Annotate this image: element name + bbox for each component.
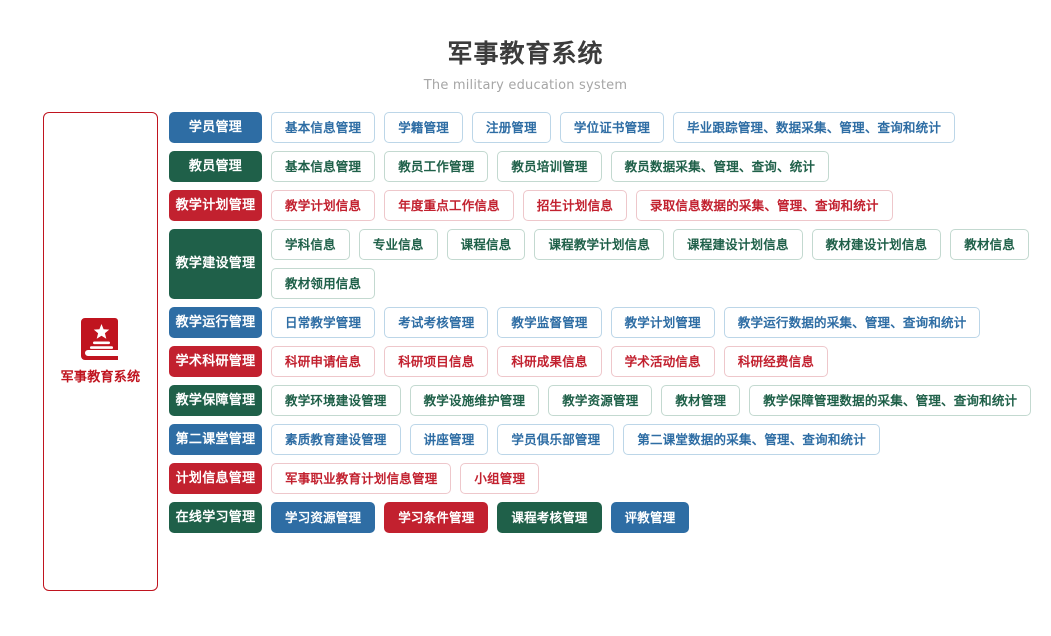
child-button[interactable]: 学习资源管理 (271, 502, 376, 534)
category-button[interactable]: 教学计划管理 (169, 190, 262, 222)
child-button-group: 学习资源管理学习条件管理课程考核管理评教管理 (271, 502, 1051, 534)
child-button[interactable]: 基本信息管理 (271, 151, 376, 183)
category-button[interactable]: 教学保障管理 (169, 385, 262, 417)
child-button-group: 基本信息管理学籍管理注册管理学位证书管理毕业跟踪管理、数据采集、管理、查询和统计 (271, 112, 1051, 144)
child-button-group: 科研申请信息科研项目信息科研成果信息学术活动信息科研经费信息 (271, 346, 1051, 378)
system-card-label: 军事教育系统 (60, 369, 141, 385)
child-button-group: 日常教学管理考试考核管理教学监督管理教学计划管理教学运行数据的采集、管理、查询和… (271, 307, 1051, 339)
child-button-group: 教学计划信息年度重点工作信息招生计划信息录取信息数据的采集、管理、查询和统计 (271, 190, 1051, 222)
system-card[interactable]: 军事教育系统 (43, 112, 158, 592)
child-button[interactable]: 学员俱乐部管理 (497, 424, 615, 456)
child-button-group: 学科信息专业信息课程信息课程教学计划信息课程建设计划信息教材建设计划信息教材信息… (271, 229, 1051, 300)
child-button[interactable]: 学术活动信息 (610, 346, 715, 378)
module-row: 教学建设管理学科信息专业信息课程信息课程教学计划信息课程建设计划信息教材建设计划… (169, 229, 1051, 300)
module-row: 在线学习管理学习资源管理学习条件管理课程考核管理评教管理 (169, 502, 1051, 534)
child-button-group: 军事职业教育计划信息管理小组管理 (271, 463, 1051, 495)
child-button[interactable]: 课程信息 (446, 229, 526, 261)
child-button[interactable]: 年度重点工作信息 (384, 190, 514, 222)
child-button[interactable]: 素质教育建设管理 (271, 424, 401, 456)
child-button[interactable]: 考试考核管理 (384, 307, 489, 339)
child-button[interactable]: 教学资源管理 (548, 385, 653, 417)
module-rows: 学员管理基本信息管理学籍管理注册管理学位证书管理毕业跟踪管理、数据采集、管理、查… (158, 112, 1051, 534)
child-button[interactable]: 科研成果信息 (497, 346, 602, 378)
child-button[interactable]: 教学计划信息 (271, 190, 376, 222)
child-button[interactable]: 毕业跟踪管理、数据采集、管理、查询和统计 (673, 112, 956, 144)
child-button[interactable]: 教员工作管理 (384, 151, 489, 183)
child-button[interactable]: 学科信息 (271, 229, 350, 261)
module-row: 教学计划管理教学计划信息年度重点工作信息招生计划信息录取信息数据的采集、管理、查… (169, 190, 1051, 222)
child-button[interactable]: 评教管理 (610, 502, 690, 534)
child-button[interactable]: 招生计划信息 (522, 190, 628, 222)
child-button[interactable]: 教材建设计划信息 (811, 229, 942, 261)
category-button[interactable]: 计划信息管理 (169, 463, 262, 495)
child-button[interactable]: 教学设施维护管理 (409, 385, 540, 417)
module-row: 教学运行管理日常教学管理考试考核管理教学监督管理教学计划管理教学运行数据的采集、… (169, 307, 1051, 339)
child-button[interactable]: 教学环境建设管理 (271, 385, 401, 417)
module-row: 教学保障管理教学环境建设管理教学设施维护管理教学资源管理教材管理教学保障管理数据… (169, 385, 1051, 417)
child-button[interactable]: 日常教学管理 (271, 307, 376, 339)
child-button[interactable]: 课程教学计划信息 (534, 229, 665, 261)
module-row: 学员管理基本信息管理学籍管理注册管理学位证书管理毕业跟踪管理、数据采集、管理、查… (169, 112, 1051, 144)
child-button[interactable]: 教材管理 (661, 385, 741, 417)
child-button[interactable]: 专业信息 (358, 229, 438, 261)
category-button[interactable]: 第二课堂管理 (169, 424, 262, 456)
child-button[interactable]: 教学监督管理 (497, 307, 602, 339)
child-button[interactable]: 军事职业教育计划信息管理 (271, 463, 452, 495)
child-button[interactable]: 教员培训管理 (497, 151, 602, 183)
category-button[interactable]: 学术科研管理 (169, 346, 262, 378)
child-button[interactable]: 教员数据采集、管理、查询、统计 (610, 151, 830, 183)
module-row: 教员管理基本信息管理教员工作管理教员培训管理教员数据采集、管理、查询、统计 (169, 151, 1051, 183)
category-button[interactable]: 教员管理 (169, 151, 262, 183)
child-button[interactable]: 第二课堂数据的采集、管理、查询和统计 (623, 424, 880, 456)
category-button[interactable]: 学员管理 (169, 112, 262, 144)
child-button[interactable]: 教学运行数据的采集、管理、查询和统计 (723, 307, 981, 339)
child-button[interactable]: 科研申请信息 (271, 346, 376, 378)
child-button[interactable]: 教材信息 (950, 229, 1030, 261)
child-button[interactable]: 学籍管理 (384, 112, 464, 144)
child-button[interactable]: 教学计划管理 (610, 307, 715, 339)
child-button[interactable]: 教学保障管理数据的采集、管理、查询和统计 (749, 385, 1032, 417)
child-button-group: 教学环境建设管理教学设施维护管理教学资源管理教材管理教学保障管理数据的采集、管理… (271, 385, 1051, 417)
child-button-group: 基本信息管理教员工作管理教员培训管理教员数据采集、管理、查询、统计 (271, 151, 1051, 183)
module-row: 学术科研管理科研申请信息科研项目信息科研成果信息学术活动信息科研经费信息 (169, 346, 1051, 378)
category-button[interactable]: 在线学习管理 (169, 502, 262, 534)
child-button[interactable]: 教材领用信息 (271, 268, 376, 300)
page-subtitle: The military education system (423, 78, 628, 94)
module-row: 计划信息管理军事职业教育计划信息管理小组管理 (169, 463, 1051, 495)
child-button[interactable]: 小组管理 (460, 463, 540, 495)
child-button[interactable]: 科研项目信息 (384, 346, 489, 378)
module-row: 第二课堂管理素质教育建设管理讲座管理学员俱乐部管理第二课堂数据的采集、管理、查询… (169, 424, 1051, 456)
category-button[interactable]: 教学运行管理 (169, 307, 262, 339)
child-button[interactable]: 课程考核管理 (497, 502, 602, 534)
content-area: 军事教育系统 学员管理基本信息管理学籍管理注册管理学位证书管理毕业跟踪管理、数据… (0, 93, 1051, 592)
child-button[interactable]: 讲座管理 (409, 424, 489, 456)
child-button[interactable]: 学习条件管理 (384, 502, 489, 534)
child-button[interactable]: 科研经费信息 (723, 346, 829, 378)
child-button-group: 素质教育建设管理讲座管理学员俱乐部管理第二课堂数据的采集、管理、查询和统计 (271, 424, 1051, 456)
child-button[interactable]: 录取信息数据的采集、管理、查询和统计 (636, 190, 893, 222)
child-button[interactable]: 课程建设计划信息 (673, 229, 803, 261)
page-title: 军事教育系统 (447, 39, 604, 68)
page-header: 军事教育系统 The military education system (0, 0, 1051, 93)
child-button[interactable]: 基本信息管理 (271, 112, 376, 144)
child-button[interactable]: 学位证书管理 (559, 112, 665, 144)
book-star-icon (80, 317, 122, 361)
child-button[interactable]: 注册管理 (472, 112, 551, 144)
category-button[interactable]: 教学建设管理 (169, 229, 262, 300)
